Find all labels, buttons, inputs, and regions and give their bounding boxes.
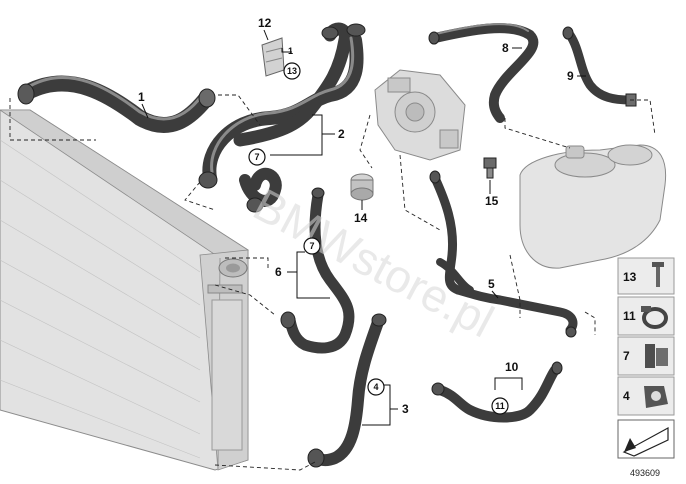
callout-3: 3 — [362, 384, 409, 426]
callout-8: 8 — [502, 41, 522, 55]
svg-text:13: 13 — [623, 270, 637, 284]
svg-text:11: 11 — [495, 401, 505, 411]
callout-13-circle: 13 — [283, 62, 301, 80]
hose-10 — [431, 361, 563, 423]
hose-6 — [280, 187, 355, 354]
callout-5: 5 — [488, 277, 499, 299]
svg-text:6: 6 — [275, 265, 282, 279]
hose-1 — [17, 75, 216, 133]
bracket-12 — [261, 37, 285, 77]
legend-item-13 — [617, 257, 675, 295]
cap-14 — [350, 173, 374, 201]
callout-7-circle-upper: 7 — [248, 148, 266, 166]
hose-9 — [562, 26, 637, 107]
callout-2: 2 — [270, 114, 345, 156]
callout-11-circle: 11 — [491, 397, 509, 415]
doc-number: 493609 — [630, 468, 660, 478]
callout-12: 12 1 — [258, 16, 293, 56]
callout-15: 15 — [485, 180, 499, 208]
routing-lines — [9, 94, 656, 471]
callout-9: 9 — [567, 69, 586, 83]
svg-text:1: 1 — [288, 46, 293, 56]
callout-7-circle-lower: 7 — [303, 237, 321, 255]
hose-8 — [428, 23, 539, 123]
svg-text:11: 11 — [623, 309, 636, 323]
svg-text:2: 2 — [338, 127, 345, 141]
svg-text:12: 12 — [258, 16, 272, 30]
svg-text:7: 7 — [623, 349, 630, 363]
svg-text:9: 9 — [567, 69, 574, 83]
water-pump — [374, 69, 466, 161]
svg-text:3: 3 — [402, 402, 409, 416]
hose-5 — [429, 170, 578, 338]
bracket-clip-icon — [644, 386, 668, 408]
svg-text:7: 7 — [254, 152, 259, 162]
svg-text:8: 8 — [502, 41, 509, 55]
callout-4-circle: 4 — [367, 378, 385, 396]
hose-2 — [198, 22, 366, 213]
screw-icon — [652, 262, 664, 287]
radiator — [0, 109, 249, 471]
callout-6: 6 — [275, 251, 330, 299]
clamp-icon — [641, 306, 668, 329]
svg-text:13: 13 — [287, 66, 297, 76]
clip-icon — [645, 344, 668, 368]
expansion-tank — [519, 144, 667, 269]
callout-10: 10 — [494, 360, 523, 390]
hose-3 — [307, 313, 387, 468]
svg-text:7: 7 — [309, 241, 314, 251]
callout-14: 14 — [354, 200, 368, 225]
svg-text:14: 14 — [354, 211, 368, 225]
svg-text:15: 15 — [485, 194, 499, 208]
svg-text:5: 5 — [488, 277, 495, 291]
svg-text:1: 1 — [138, 90, 145, 104]
arrow-icon — [622, 426, 669, 457]
svg-text:10: 10 — [505, 360, 519, 374]
svg-text:4: 4 — [623, 389, 630, 403]
callout-1: 1 — [138, 90, 149, 119]
legend-panel: 13 11 7 4 — [617, 257, 675, 459]
connector-15 — [483, 157, 497, 179]
svg-text:4: 4 — [373, 382, 378, 392]
